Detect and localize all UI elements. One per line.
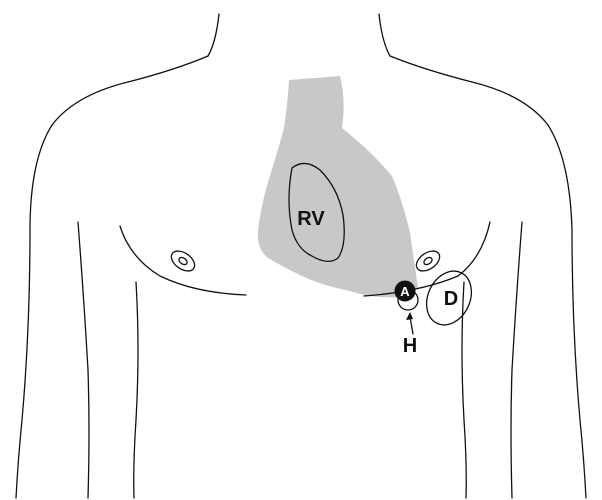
marker-a: A: [395, 281, 415, 301]
neck-right: [379, 14, 390, 56]
marker-d: D: [418, 264, 480, 333]
right-inner-arm: [511, 222, 522, 498]
neck-left: [208, 14, 219, 56]
left-shoulder-outer-arm: [16, 56, 208, 498]
heart-silhouette: [258, 76, 418, 298]
right-ventricle-label: RV: [297, 208, 325, 230]
marker-h-arrow: [406, 312, 413, 334]
right-shoulder-outer-arm: [390, 56, 586, 498]
marker-a-label: A: [400, 284, 410, 299]
marker-h-label: H: [403, 335, 417, 357]
marker-d-label: D: [444, 288, 458, 310]
left-nipple: [168, 247, 198, 275]
left-pectoral-line: [120, 226, 246, 295]
right-nipple: [413, 247, 443, 275]
left-inner-arm: [78, 222, 89, 498]
left-torso-side: [134, 282, 138, 498]
